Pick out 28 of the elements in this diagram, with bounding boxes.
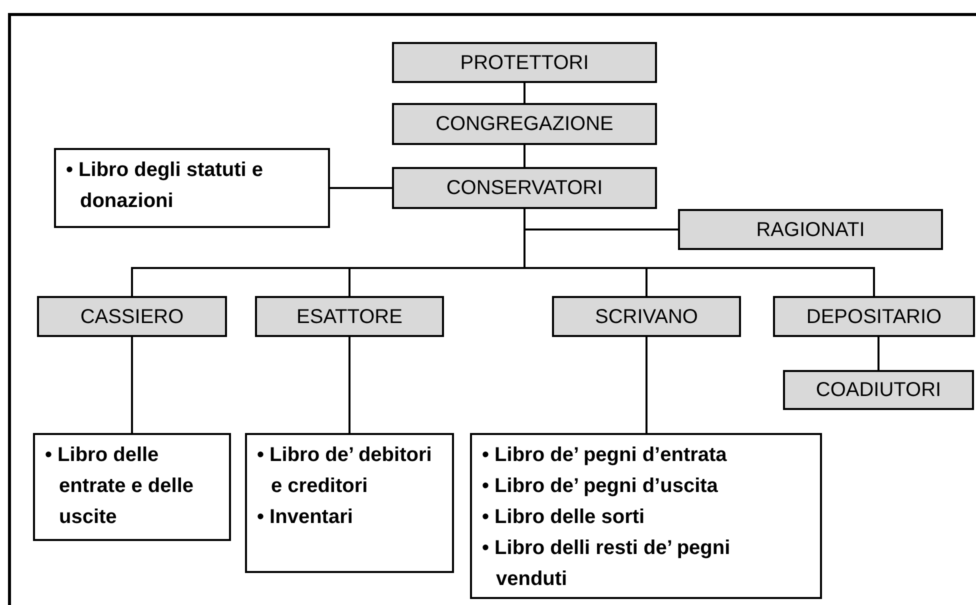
role-box: CONGREGAZIONE xyxy=(392,103,657,145)
register-item: • Libro de’ pegni d’uscita xyxy=(482,474,719,499)
register-box xyxy=(470,433,822,599)
register-box xyxy=(33,433,231,541)
role-box: ESATTORE xyxy=(255,296,444,337)
register-box xyxy=(245,433,454,573)
register-box xyxy=(54,148,330,228)
register-item: • Inventari xyxy=(257,505,354,530)
role-box: COADIUTORI xyxy=(783,370,974,410)
role-box: DEPOSITARIO xyxy=(773,296,975,337)
connector-line xyxy=(131,337,133,433)
connector-line xyxy=(330,187,392,189)
role-box: PROTETTORI xyxy=(392,42,657,83)
role-box: CASSIERO xyxy=(37,296,227,337)
register-item: • Libro delli resti de’ pegni venduti xyxy=(482,536,732,592)
role-box: RAGIONATI xyxy=(678,209,943,250)
role-box: SCRIVANO xyxy=(552,296,741,337)
connector-line xyxy=(524,145,526,167)
register-item: • Libro de’ pegni d’entrata xyxy=(482,443,728,468)
connector-line xyxy=(348,337,350,433)
register-item: • Libro de’ debitori e creditori xyxy=(257,443,433,499)
register-item: • Libro delle entrate e delle uscite xyxy=(45,443,195,530)
register-item: • Libro degli statuti e donazioni xyxy=(66,158,264,214)
connector-line xyxy=(524,83,526,103)
register-item: • Libro delle sorti xyxy=(482,505,646,530)
connector-line xyxy=(646,337,648,433)
connector-line xyxy=(878,337,880,370)
role-box: CONSERVATORI xyxy=(392,167,657,209)
